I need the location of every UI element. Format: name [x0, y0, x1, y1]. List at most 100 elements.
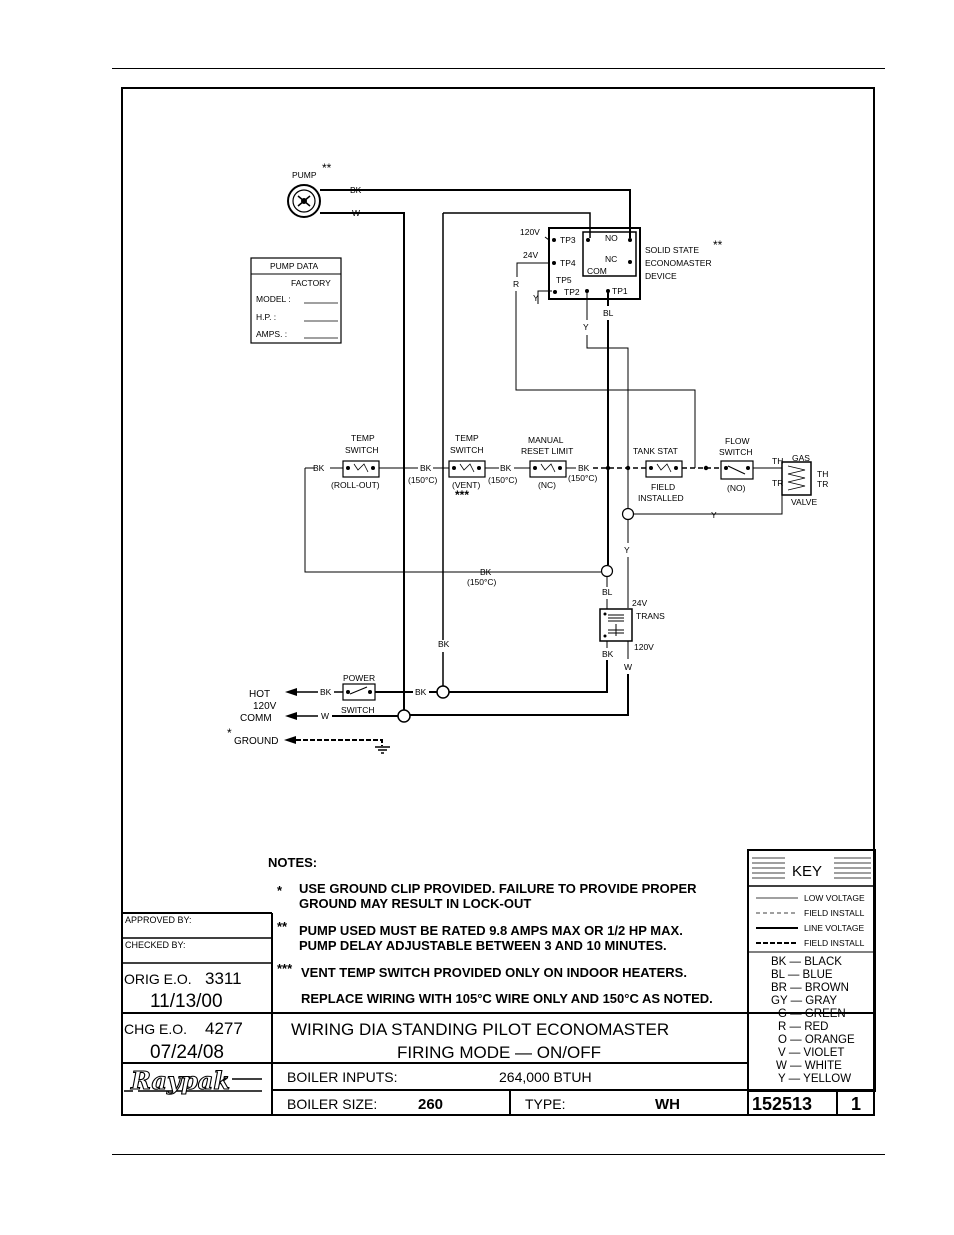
title-block: APPROVED BY: CHECKED BY: ORIG E.O. 3311 …: [121, 850, 875, 1116]
trans-y-label: Y: [624, 545, 630, 555]
temp-switch-1-l2: SWITCH: [345, 445, 379, 455]
nc-label: NC: [605, 254, 617, 264]
supply-bk-out: BK: [415, 687, 427, 697]
chg-eo-label: CHG E.O.: [124, 1021, 187, 1037]
raypak-logo-text: Raypak: [130, 1066, 230, 1095]
manual-reset-l1: MANUAL: [528, 435, 564, 445]
no-label: NO: [605, 233, 618, 243]
key-color-y: Y — YELLOW: [778, 1073, 851, 1085]
note3-mark: ***: [277, 961, 293, 976]
temp-switch-2-l1: TEMP: [455, 433, 479, 443]
manual-reset-sub: (NC): [538, 480, 556, 490]
gas-valve-gas: GAS: [792, 453, 810, 463]
boiler-size-label: BOILER SIZE:: [287, 1096, 377, 1112]
econo-24v: 24V: [523, 250, 538, 260]
key-legend: KEY LOW VOLTAGE FIELD INSTALL LINE VOLTA…: [747, 849, 876, 1092]
temp-switch-vent: TEMP SWITCH (VENT) ***: [448, 433, 486, 502]
tank-stat-sub1: FIELD: [651, 482, 675, 492]
bottom-150-label: (150°C): [467, 577, 497, 587]
pump-bk-label: BK: [350, 185, 362, 195]
tank-y-label: Y: [711, 510, 717, 520]
econo-bl: BL: [603, 308, 614, 318]
boiler-size-value: 260: [418, 1096, 443, 1113]
key-line-voltage: LINE VOLTAGE: [804, 923, 864, 933]
bottom-bk-label: BK: [480, 567, 492, 577]
chg-eo-number: 4277: [205, 1019, 243, 1038]
key-color-gy: GY — GRAY: [771, 995, 837, 1007]
chain-bk-2: BK: [420, 463, 432, 473]
ground-label: GROUND: [234, 736, 278, 747]
notes: NOTES: * USE GROUND CLIP PROVIDED. FAILU…: [268, 855, 713, 1006]
pump-label: PUMP: [292, 170, 317, 180]
power-switch: POWER SWITCH: [341, 673, 376, 715]
econo-title-3: DEVICE: [645, 271, 677, 281]
drawing-number: 152513: [752, 1094, 812, 1114]
tp3-label: TP3: [560, 235, 576, 245]
gas-valve: GAS TH TR TH TR VALVE: [772, 453, 828, 507]
econo-120v: 120V: [520, 227, 540, 237]
type-value: WH: [655, 1096, 680, 1113]
top-rule: [112, 68, 885, 69]
com-label: COM: [587, 266, 607, 276]
trans-bl-label: BL: [602, 587, 613, 597]
econo-note: **: [713, 238, 723, 252]
key-color-br: BR — BROWN: [771, 982, 849, 994]
note4-line1: REPLACE WIRING WITH 105°C WIRE ONLY AND …: [301, 991, 713, 1006]
chain-bk-1: BK: [313, 463, 325, 473]
gas-valve-tr1: TR: [772, 478, 783, 488]
tank-stat-l1: TANK STAT: [633, 446, 678, 456]
tp1-label: TP1: [612, 286, 628, 296]
pump-data-title: PUMP DATA: [270, 261, 319, 271]
chain-bk-4: BK: [578, 463, 590, 473]
key-color-v: V — VIOLET: [778, 1047, 844, 1059]
econo-title-1: SOLID STATE: [645, 245, 699, 255]
key-color-bl: BL — BLUE: [771, 969, 833, 981]
supply-bk-in: BK: [320, 687, 332, 697]
flow-switch-sub: (NO): [727, 483, 746, 493]
tp2-label: TP2: [564, 287, 580, 297]
chain-150-2: (150°C): [488, 475, 518, 485]
orig-eo-label: ORIG E.O.: [124, 971, 192, 987]
note1-line1: USE GROUND CLIP PROVIDED. FAILURE TO PRO…: [299, 881, 697, 896]
trans-120v: 120V: [634, 642, 654, 652]
gas-valve-tr2: TR: [817, 479, 828, 489]
pump-data-box: PUMP DATA FACTORY MODEL : H.P. : AMPS. :: [250, 257, 342, 344]
pump-data-hp: H.P. :: [256, 312, 276, 322]
econo-y2: Y: [583, 322, 589, 332]
temp-switch-rollout: TEMP SWITCH (ROLL-OUT): [331, 433, 380, 490]
power-switch-l2: SWITCH: [341, 705, 375, 715]
key-field-install-2: FIELD INSTALL: [804, 938, 865, 948]
pump-w-label: W: [352, 208, 360, 218]
supply-120v-label: 120V: [253, 701, 277, 712]
supply-w-in: W: [321, 711, 329, 721]
tank-stat-sub2: INSTALLED: [638, 493, 684, 503]
hot-label: HOT: [249, 689, 270, 700]
chain-150-1: (150°C): [408, 475, 438, 485]
key-low-voltage: LOW VOLTAGE: [804, 893, 865, 903]
orig-eo-number: 3311: [205, 969, 242, 988]
key-color-bk: BK — BLACK: [771, 956, 842, 968]
temp-switch-2-note: ***: [455, 488, 469, 502]
trans-w-label: W: [624, 662, 632, 672]
temp-switch-1-l1: TEMP: [351, 433, 375, 443]
boiler-inputs-value: 264,000 BTUH: [499, 1069, 592, 1085]
vert-bk-label: BK: [438, 639, 450, 649]
economaster-device: TP3 TP4 TP5 TP2 TP1 NO NC COM SOLID STAT…: [548, 227, 723, 300]
pump-note: **: [322, 161, 332, 175]
trans-24v: 24V: [632, 598, 647, 608]
chain-bk-3: BK: [500, 463, 512, 473]
note1-line2: GROUND MAY RESULT IN LOCK-OUT: [299, 896, 531, 911]
notes-title: NOTES:: [268, 855, 317, 870]
trans-label: TRANS: [636, 611, 665, 621]
econo-y: Y: [533, 293, 539, 303]
gas-valve-th1: TH: [772, 456, 783, 466]
note2-line2: PUMP DELAY ADJUSTABLE BETWEEN 3 AND 10 M…: [299, 938, 667, 953]
key-field-install-1: FIELD INSTALL: [804, 908, 865, 918]
note2-mark: **: [277, 919, 288, 934]
note1-mark: *: [277, 883, 283, 898]
boiler-inputs-label: BOILER INPUTS:: [287, 1069, 397, 1085]
temp-switch-2-l2: SWITCH: [450, 445, 484, 455]
flow-switch-l1: FLOW: [725, 436, 750, 446]
econo-r: R: [513, 279, 519, 289]
tank-stat: TANK STAT FIELD INSTALLED: [633, 446, 684, 503]
